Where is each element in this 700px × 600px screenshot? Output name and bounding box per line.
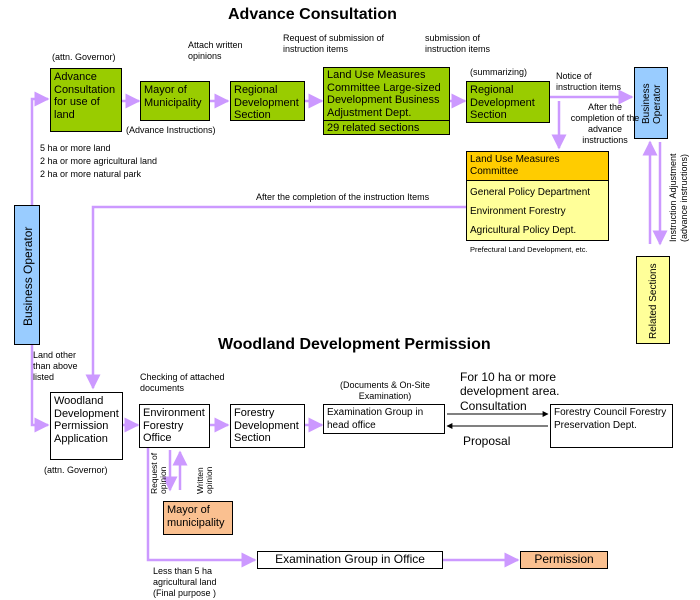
consultation-label: Consultation xyxy=(460,399,527,413)
environment-forestry-office-box: Environment Forestry Office xyxy=(139,404,210,448)
committee-item-general-policy: General Policy Department xyxy=(470,187,591,198)
mayor-municipality-box: Mayor of Municipality xyxy=(140,81,210,121)
land-use-committee-large-label: Land Use Measures Committee Large-sized … xyxy=(327,69,441,119)
proposal-label: Proposal xyxy=(463,434,511,448)
attn-governor-label-2: (attn. Governor) xyxy=(44,465,108,475)
related-sections-label: Related Sections xyxy=(647,263,659,339)
criteria-2ha-park-label: 2 ha or more natural park xyxy=(40,169,142,179)
request-submission-label: Request of submission of instruction ite… xyxy=(283,33,385,54)
woodland-permission-title: Woodland Development Permission xyxy=(218,336,491,353)
request-opinion-label: Request of opinion xyxy=(149,452,168,494)
less-than-5ha-label: Less than 5 ha agricultural land (Final … xyxy=(153,566,217,598)
after-completion-advance-label: After the completion of the advance inst… xyxy=(570,102,640,145)
forestry-council-box: Forestry Council Forestry Preservation D… xyxy=(550,404,673,448)
business-operator-left-box: Business Operator xyxy=(14,205,40,345)
related-sections-box: Related Sections xyxy=(636,256,670,344)
submission-items-label: submission of instruction items xyxy=(425,33,491,54)
after-completion-items-label: After the completion of the instruction … xyxy=(256,192,430,202)
attach-opinions-label: Attach written opinions xyxy=(188,40,243,61)
instruction-adjustment-label: Instruction Adjustment (advance instruct… xyxy=(668,153,689,243)
related-sections-29-label: 29 related sections xyxy=(324,120,449,136)
exam-group-head-office-box: Examination Group in head office xyxy=(323,404,445,434)
checking-documents-label: Checking of attached documents xyxy=(140,372,225,393)
business-operator-right-box: Business Operator xyxy=(634,67,668,139)
mayor-municipality-2-box: Mayor of municipality xyxy=(163,501,233,535)
regional-development-section-2-box: Regional Development Section xyxy=(466,81,550,123)
land-other-label: Land other than above listed xyxy=(33,350,78,382)
business-operator-left-label: Business Operator xyxy=(20,226,35,326)
advance-consultation-box: Advance Consultation for use of land xyxy=(50,68,122,132)
attn-governor-label-1: (attn. Governor) xyxy=(52,52,116,62)
summarizing-label: (summarizing) xyxy=(470,67,528,77)
committee-item-agricultural-policy: Agricultural Policy Dept. xyxy=(470,225,577,236)
woodland-application-box: Woodland Development Permission Applicat… xyxy=(50,392,123,460)
written-opinion-label: Written opinion xyxy=(195,466,214,494)
advance-instructions-label: (Advance Instructions) xyxy=(126,125,216,135)
committee-item-prefectural: Prefectural Land Development, etc. xyxy=(470,245,588,254)
committee-header: Land Use Measures Committee xyxy=(467,152,608,181)
for-10ha-label: For 10 ha or more development area. xyxy=(460,370,560,398)
permission-box: Permission xyxy=(520,551,608,569)
exam-group-office-box: Examination Group in Office xyxy=(257,551,443,569)
land-use-committee-box: Land Use Measures Committee General Poli… xyxy=(466,151,609,254)
documents-onsite-label: (Documents & On-Site Examination) xyxy=(339,380,431,401)
regional-development-section-1-box: Regional Development Section xyxy=(230,81,305,121)
forestry-development-section-box: Forestry Development Section xyxy=(230,404,305,448)
land-use-committee-large-box: Land Use Measures Committee Large-sized … xyxy=(323,67,450,135)
criteria-2ha-agri-label: 2 ha or more agricultural land xyxy=(40,156,158,166)
advance-consultation-title: Advance Consultation xyxy=(228,6,397,23)
notice-items-label: Notice of instruction items xyxy=(556,71,622,92)
criteria-5ha-label: 5 ha or more land xyxy=(40,143,111,153)
committee-item-environment-forestry: Environment Forestry xyxy=(470,206,566,217)
